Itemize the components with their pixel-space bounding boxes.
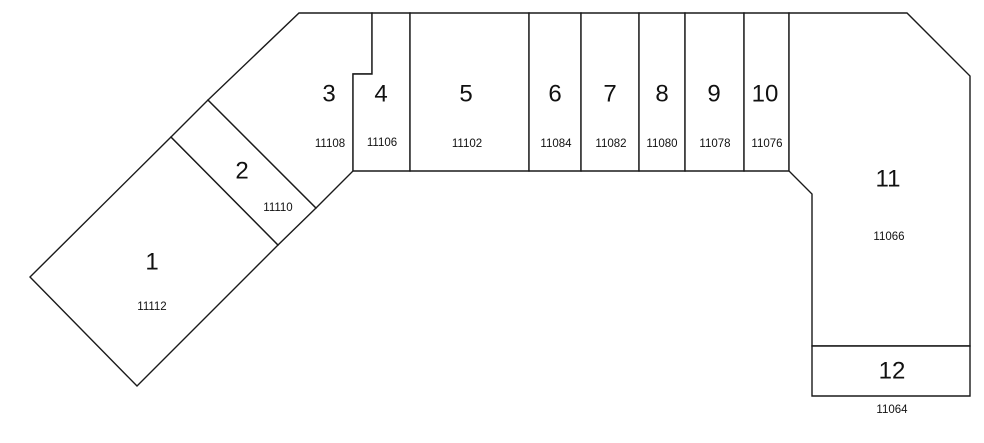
unit-8[interactable]: 8 11080 — [638, 12, 686, 172]
unit-6-address: 11084 — [540, 138, 572, 150]
unit-5[interactable]: 5 11102 — [409, 12, 530, 172]
unit-7[interactable]: 7 11082 — [580, 12, 640, 172]
unit-2-number: 2 — [235, 157, 248, 184]
unit-12[interactable]: 12 11064 — [811, 345, 971, 416]
unit-9-number: 9 — [707, 80, 720, 107]
unit-12-outline — [811, 345, 971, 397]
unit-2-address: 11110 — [263, 202, 292, 214]
unit-6-number: 6 — [548, 80, 561, 107]
unit-4-address: 11106 — [367, 137, 397, 149]
unit-10-number: 10 — [752, 80, 779, 107]
unit-1-number: 1 — [145, 248, 158, 275]
unit-1[interactable]: 1 11112 — [29, 136, 279, 387]
unit-8-address: 11080 — [646, 138, 677, 150]
unit-10[interactable]: 10 11076 — [743, 12, 790, 172]
unit-12-address: 11064 — [876, 404, 908, 416]
unit-7-address: 11082 — [595, 138, 626, 150]
unit-11[interactable]: 11 11066 — [788, 12, 971, 347]
unit-11-address: 11066 — [873, 231, 904, 243]
unit-9-address: 11078 — [699, 138, 730, 150]
unit-8-number: 8 — [655, 80, 668, 107]
unit-10-address: 11076 — [751, 138, 782, 150]
unit-9[interactable]: 9 11078 — [684, 12, 745, 172]
unit-3-address: 11108 — [315, 138, 345, 150]
unit-5-address: 11102 — [452, 138, 482, 150]
unit-3-number: 3 — [322, 80, 335, 107]
unit-1-address: 11112 — [137, 301, 166, 313]
unit-4-number: 4 — [374, 80, 387, 107]
unit-11-number: 11 — [876, 165, 901, 192]
unit-5-number: 5 — [459, 80, 472, 107]
unit-7-number: 7 — [603, 80, 616, 107]
unit-12-number: 12 — [879, 357, 906, 384]
unit-4[interactable]: 4 11106 — [352, 12, 411, 172]
unit-6[interactable]: 6 11084 — [528, 12, 582, 172]
